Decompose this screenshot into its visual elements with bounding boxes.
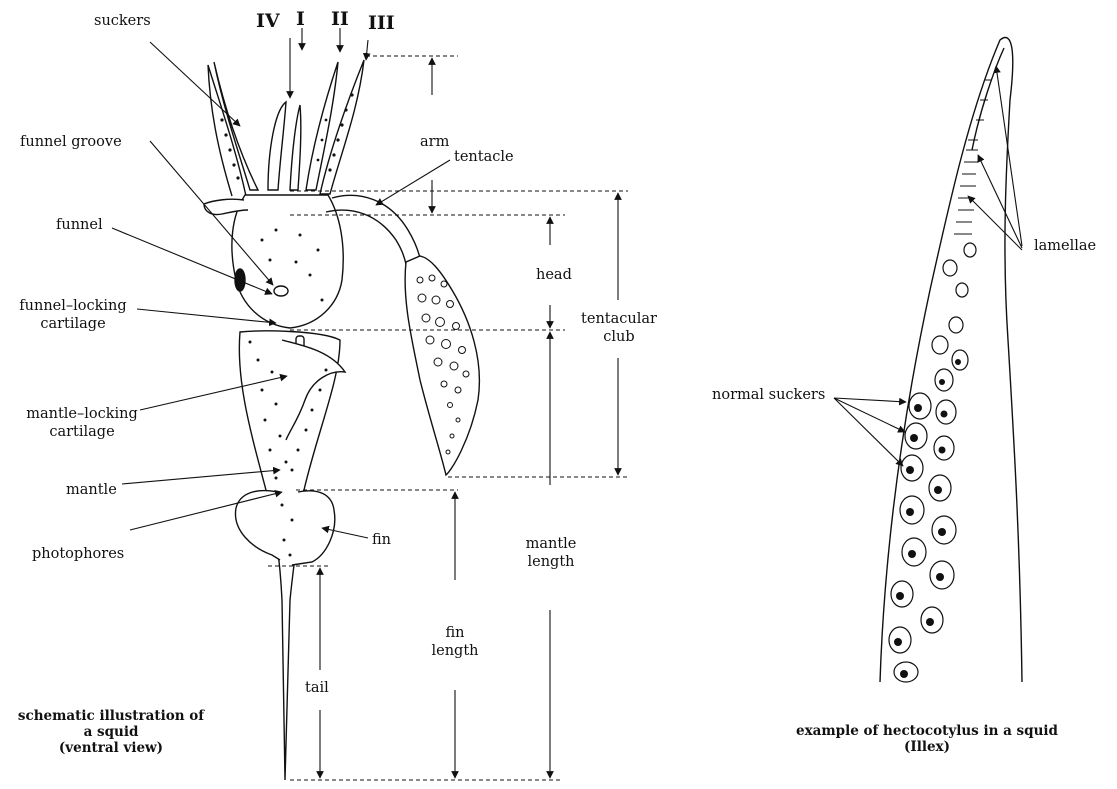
fin-right [292, 491, 335, 565]
label-normal-suckers: normal suckers [712, 386, 825, 404]
squid-drawing [204, 60, 479, 780]
arm-number-i: I [296, 8, 305, 30]
hectocotylus-drawing [880, 38, 1022, 683]
hectocotylus-suckers [889, 243, 976, 682]
label-mantle: mantle [66, 481, 117, 499]
label-tentacular-club: tentacular club [578, 310, 660, 346]
fin-left [235, 491, 280, 560]
label-funnel-locking-line1: funnel–locking [19, 298, 126, 314]
label-tentacular-line1: tentacular [581, 311, 657, 327]
arm-number-iii: III [368, 12, 395, 34]
eye [235, 269, 245, 291]
label-lamellae: lamellae [1034, 237, 1096, 255]
label-mantle-locking-line2: cartilage [49, 424, 114, 440]
arm-i-left [268, 102, 286, 190]
label-head: head [536, 266, 572, 284]
label-mantle-locking-cartilage: mantle–locking cartilage [20, 405, 144, 441]
label-tentacular-line2: club [603, 329, 634, 345]
caption-hectocotylus: example of hectocotylus in a squid (Ille… [782, 723, 1072, 755]
caption-hecto-line1: example of hectocotylus in a squid [796, 723, 1058, 739]
arm-outer-left [208, 65, 246, 196]
label-fin-length: fin length [424, 624, 486, 660]
arm-number-iv: IV [256, 10, 280, 32]
funnel-shape [274, 286, 288, 296]
caption-squid-line3: (ventral view) [59, 740, 163, 756]
hectocotylus-inner [972, 48, 1004, 150]
arm-number-ii: II [331, 8, 349, 30]
caption-squid-line1: schematic illustration of [18, 708, 204, 724]
label-mantle-length: mantle length [520, 535, 582, 571]
label-photophores: photophores [32, 545, 124, 563]
tentacular-club [405, 256, 479, 475]
label-fin: fin [372, 531, 391, 549]
label-fin-length-line2: length [431, 643, 478, 659]
label-arm: arm [420, 133, 449, 151]
label-mantle-length-line1: mantle [526, 536, 577, 552]
label-mantle-locking-line1: mantle–locking [26, 406, 138, 422]
label-funnel-groove: funnel groove [20, 133, 122, 151]
lamellae-marks [954, 80, 992, 234]
caption-squid: schematic illustration of a squid (ventr… [0, 708, 222, 756]
label-suckers: suckers [94, 12, 151, 30]
label-funnel: funnel [56, 216, 103, 234]
label-funnel-locking-line2: cartilage [40, 316, 105, 332]
label-fin-length-line1: fin [445, 625, 464, 641]
label-mantle-length-line2: length [527, 554, 574, 570]
label-funnel-locking-cartilage: funnel–locking cartilage [12, 297, 134, 333]
caption-hecto-line2: (Illex) [904, 739, 950, 755]
label-tail: tail [305, 679, 329, 697]
caption-squid-line2: a squid [84, 724, 139, 740]
arm-i-right [290, 105, 301, 190]
label-tentacle: tentacle [454, 148, 514, 166]
